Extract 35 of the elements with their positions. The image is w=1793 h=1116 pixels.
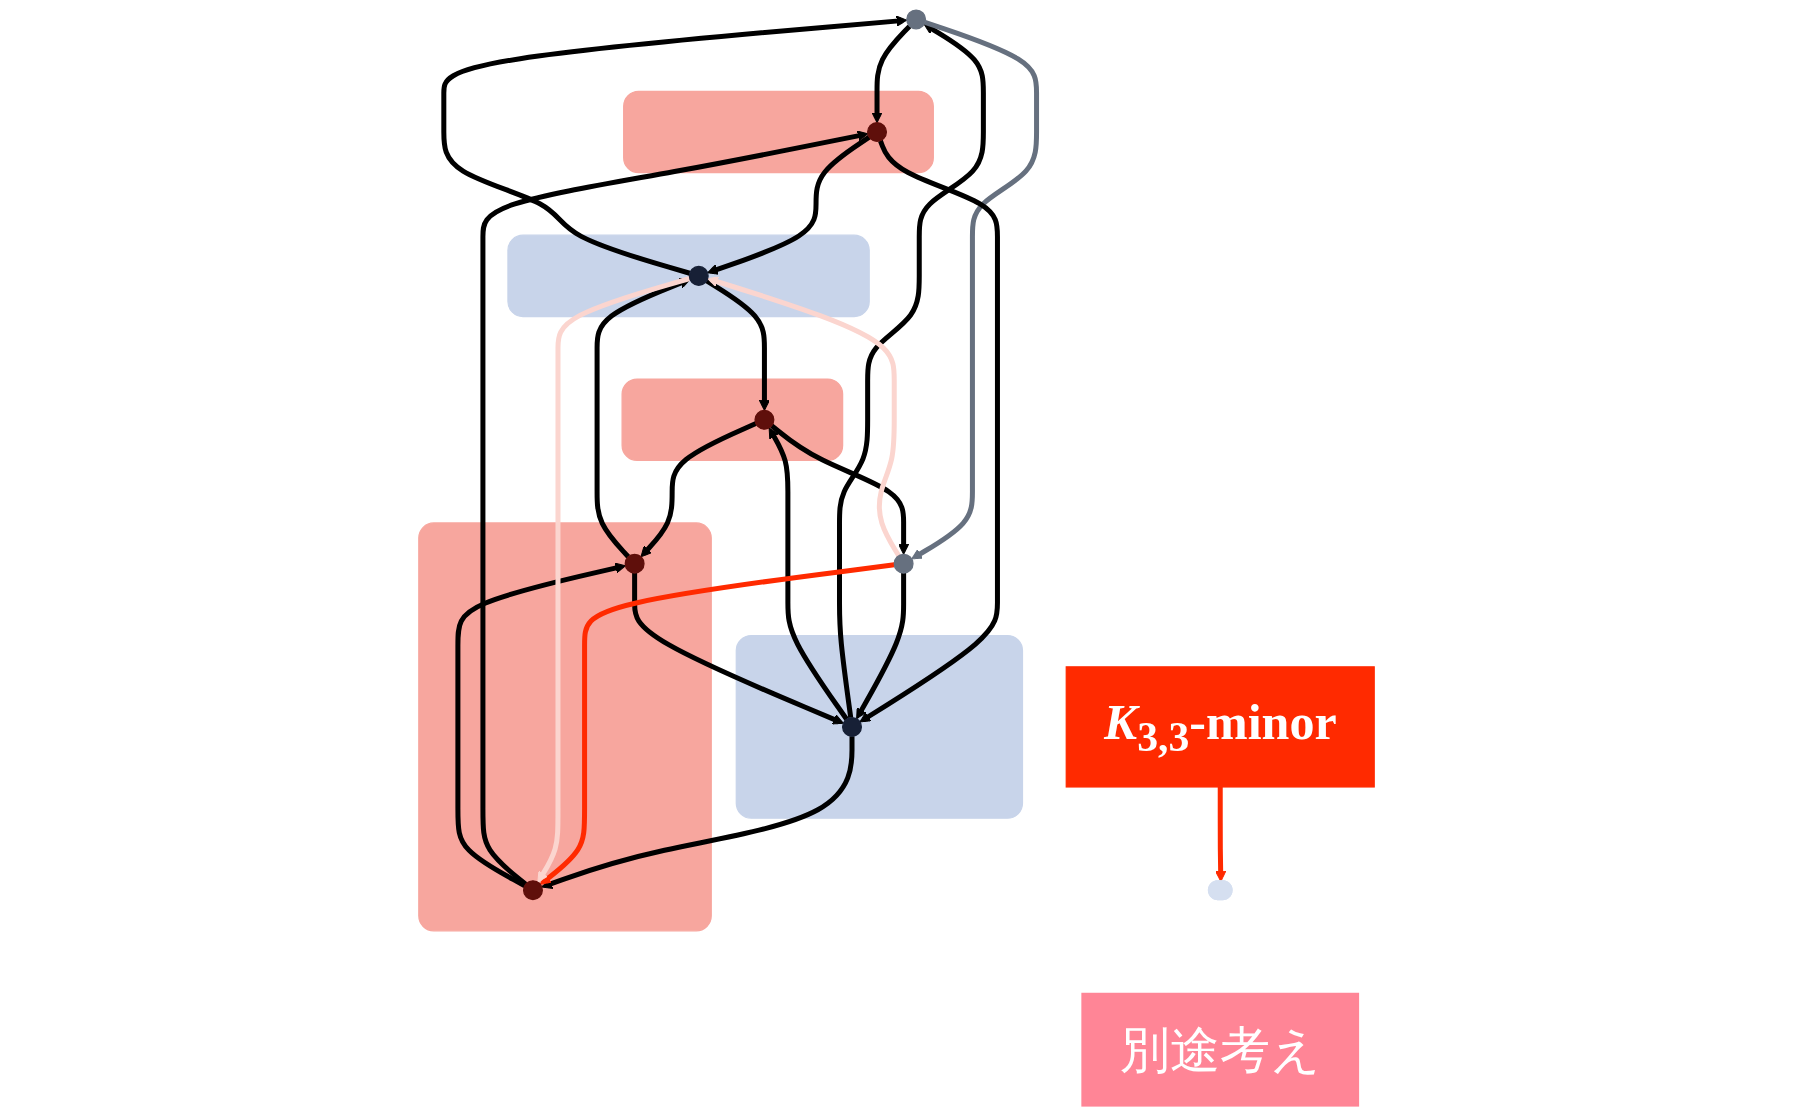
arrow: [705, 278, 770, 411]
arrow: [640, 421, 757, 558]
arrow: [707, 276, 901, 557]
node-circle: [906, 9, 927, 30]
cluster: [507, 234, 870, 318]
cluster: [735, 634, 1024, 819]
arrow: [770, 423, 910, 555]
node-box: 別途考え: [1081, 992, 1360, 1107]
arrow: [768, 427, 849, 721]
arrow: [707, 135, 871, 275]
node-circle: [522, 880, 543, 901]
node-box: K$_{3,3}$-minor: [1065, 666, 1375, 788]
node-circle: [624, 553, 645, 574]
node-circle: [688, 265, 709, 286]
node-circle: [893, 553, 914, 574]
cluster: [623, 90, 934, 174]
cluster: [621, 378, 844, 462]
arrow: [837, 23, 986, 718]
arrow: [859, 139, 1000, 723]
cluster: [418, 522, 712, 932]
arrow: [539, 562, 895, 885]
arrow: [480, 130, 869, 887]
node-circle: [867, 122, 888, 142]
arrow: [455, 562, 626, 888]
arrow: [871, 24, 912, 124]
arrow: [441, 15, 908, 276]
arrow: [537, 276, 691, 883]
node-circle: [754, 409, 775, 430]
arrow: [1215, 786, 1227, 882]
node-circle: [842, 716, 862, 737]
arrow: [594, 277, 691, 559]
arrow: [911, 20, 1040, 560]
arrow: [541, 736, 855, 889]
arrow: [856, 573, 907, 720]
arrow: [632, 573, 844, 725]
